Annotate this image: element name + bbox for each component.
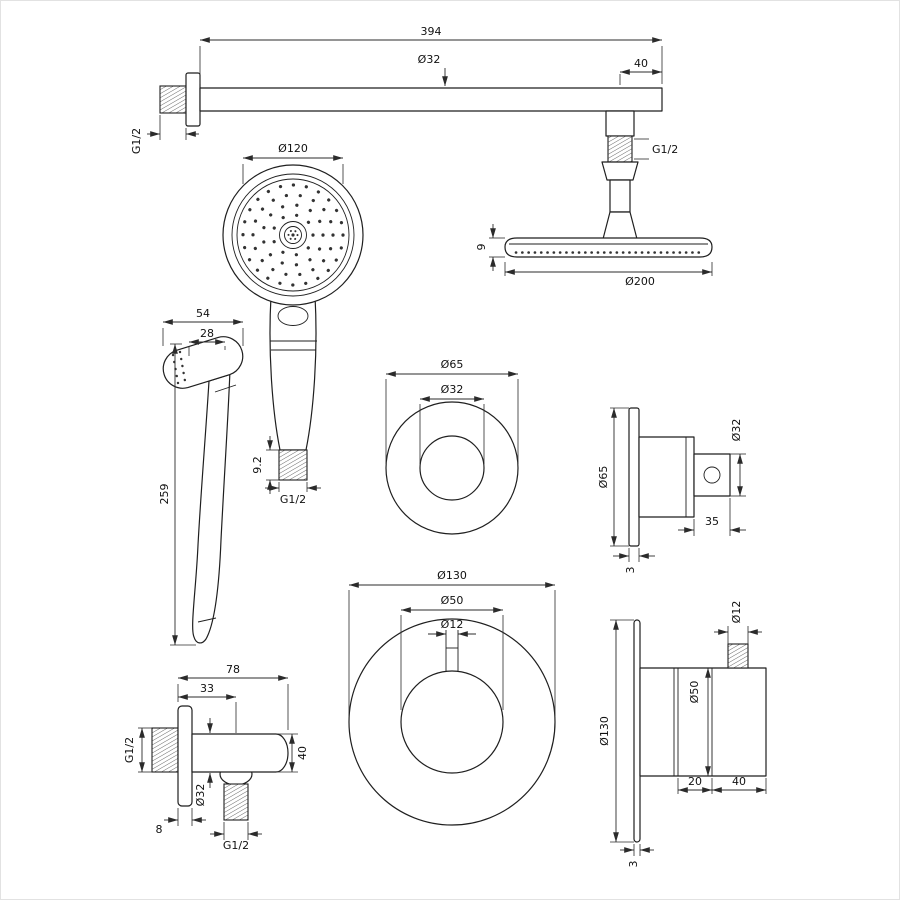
hand-shower-face-edge [236, 178, 350, 292]
mixer-hub [400, 670, 504, 774]
dim-outlet-total-width: 78 [226, 663, 240, 676]
valve-body [638, 436, 695, 518]
rain-head-nut [601, 161, 639, 181]
rain-head-view: 9 Ø200 [475, 161, 713, 288]
dim-arm-outlet-thread: G1/2 [652, 143, 678, 156]
outlet-body [191, 733, 289, 773]
escutcheon-sleeve [419, 435, 485, 501]
dim-valve-stem-diameter: Ø32 [730, 419, 743, 442]
valve-plate [628, 407, 640, 547]
dim-mixer-depth-front: 40 [732, 775, 746, 788]
hand-shower-head-bezel [231, 173, 355, 297]
dim-outlet-hose-thread: G1/2 [223, 839, 249, 852]
dim-hand-head-diameter: Ø120 [278, 142, 308, 155]
nozzle-ring [251, 193, 335, 277]
outlet-wall-thread [151, 727, 179, 773]
handle-opening [277, 306, 309, 326]
dim-hand-thread-length: 9.2 [251, 456, 264, 474]
wall-outlet-view: 78 33 G1/2 Ø32 8 G1/2 40 [123, 663, 309, 852]
nozzle-ring [241, 183, 345, 287]
dim-mixer-side-hub-diameter: Ø50 [688, 681, 701, 704]
hand-shower-side-handle [192, 374, 231, 644]
mixer-side-body [639, 667, 767, 777]
hub-center [291, 233, 295, 237]
arm-outlet-thread [607, 135, 633, 163]
dim-mixer-side-pin-diameter: Ø12 [730, 601, 743, 624]
nozzle-ring [261, 203, 325, 267]
mixer-front-view: Ø130 Ø50 Ø12 [348, 569, 556, 826]
dim-valve-projection: 35 [705, 515, 719, 528]
dim-arm-end-offset: 40 [634, 57, 648, 70]
rain-head-disc [504, 237, 713, 258]
hand-shower-thread [278, 449, 308, 481]
dim-mixer-depth-rear: 20 [688, 775, 702, 788]
mixer-side-pin [727, 643, 749, 669]
side-tip-line [197, 617, 217, 623]
outlet-hose-thread [223, 783, 249, 821]
dim-outlet-wall-thread: G1/2 [123, 737, 136, 763]
dim-valve-plate-thickness: 3 [624, 567, 637, 574]
side-handle-band [214, 384, 237, 393]
rain-head-cone [602, 211, 638, 240]
dim-valve-plate-diameter: Ø65 [597, 466, 610, 489]
dim-side-head-depth: 54 [196, 307, 210, 320]
hand-shower-handle [269, 295, 317, 451]
dim-escutcheon-sleeve-diameter: Ø32 [441, 383, 464, 396]
mixer-side-view: Ø130 Ø50 Ø12 20 40 3 [598, 601, 767, 868]
escutcheon-front-view: Ø65 Ø32 [385, 358, 519, 535]
valve-stem-detail [703, 466, 721, 484]
hub-dots [287, 229, 299, 241]
dim-arm-length: 394 [421, 25, 442, 38]
dim-outlet-body-diameter: Ø32 [194, 784, 207, 807]
dim-hand-thread: G1/2 [280, 493, 306, 506]
hub-ring [279, 221, 307, 249]
hand-shower-side-view: 54 28 259 [158, 307, 244, 646]
dim-arm-wall-thread: G1/2 [130, 128, 143, 154]
side-face-nozzles [178, 350, 187, 383]
rain-head-neck [609, 179, 631, 213]
nozzle-ring [271, 213, 315, 257]
valve-stem [693, 453, 731, 497]
arm-outlet-collar [605, 110, 635, 137]
dim-side-total-length: 259 [158, 484, 171, 505]
dim-mixer-hub-diameter: Ø50 [441, 594, 464, 607]
hand-shower-side-head [162, 336, 244, 389]
hub-ring [284, 226, 302, 244]
dim-mixer-pin-diameter: Ø12 [441, 618, 464, 631]
dim-outlet-offset: 33 [200, 682, 214, 695]
dim-rain-head-thickness: 9 [475, 244, 488, 251]
dim-arm-tube-diameter: Ø32 [418, 53, 441, 66]
mixer-side-plate [633, 619, 641, 843]
dim-mixer-side-plate-diameter: Ø130 [598, 716, 611, 746]
arm-wall-flange [185, 72, 201, 127]
arm-wall-thread [159, 85, 187, 114]
arm-tube [199, 87, 663, 112]
dim-mixer-plate-thickness: 3 [627, 861, 640, 868]
dim-outlet-body-height: 40 [296, 746, 309, 760]
hand-shower-front-view: Ø120 9.2 G1/2 [222, 142, 364, 506]
dim-outlet-flange-thickness: 8 [156, 823, 163, 836]
dim-side-face-depth: 28 [200, 327, 214, 340]
outlet-flange [177, 705, 193, 807]
shower-arm-view: 394 Ø32 40 G1/2 G1/2 [130, 25, 678, 163]
dim-mixer-plate-diameter: Ø130 [437, 569, 467, 582]
dim-rain-head-diameter: Ø200 [625, 275, 655, 288]
valve-side-view: Ø65 Ø32 35 3 [597, 407, 746, 574]
dim-escutcheon-plate-diameter: Ø65 [441, 358, 464, 371]
